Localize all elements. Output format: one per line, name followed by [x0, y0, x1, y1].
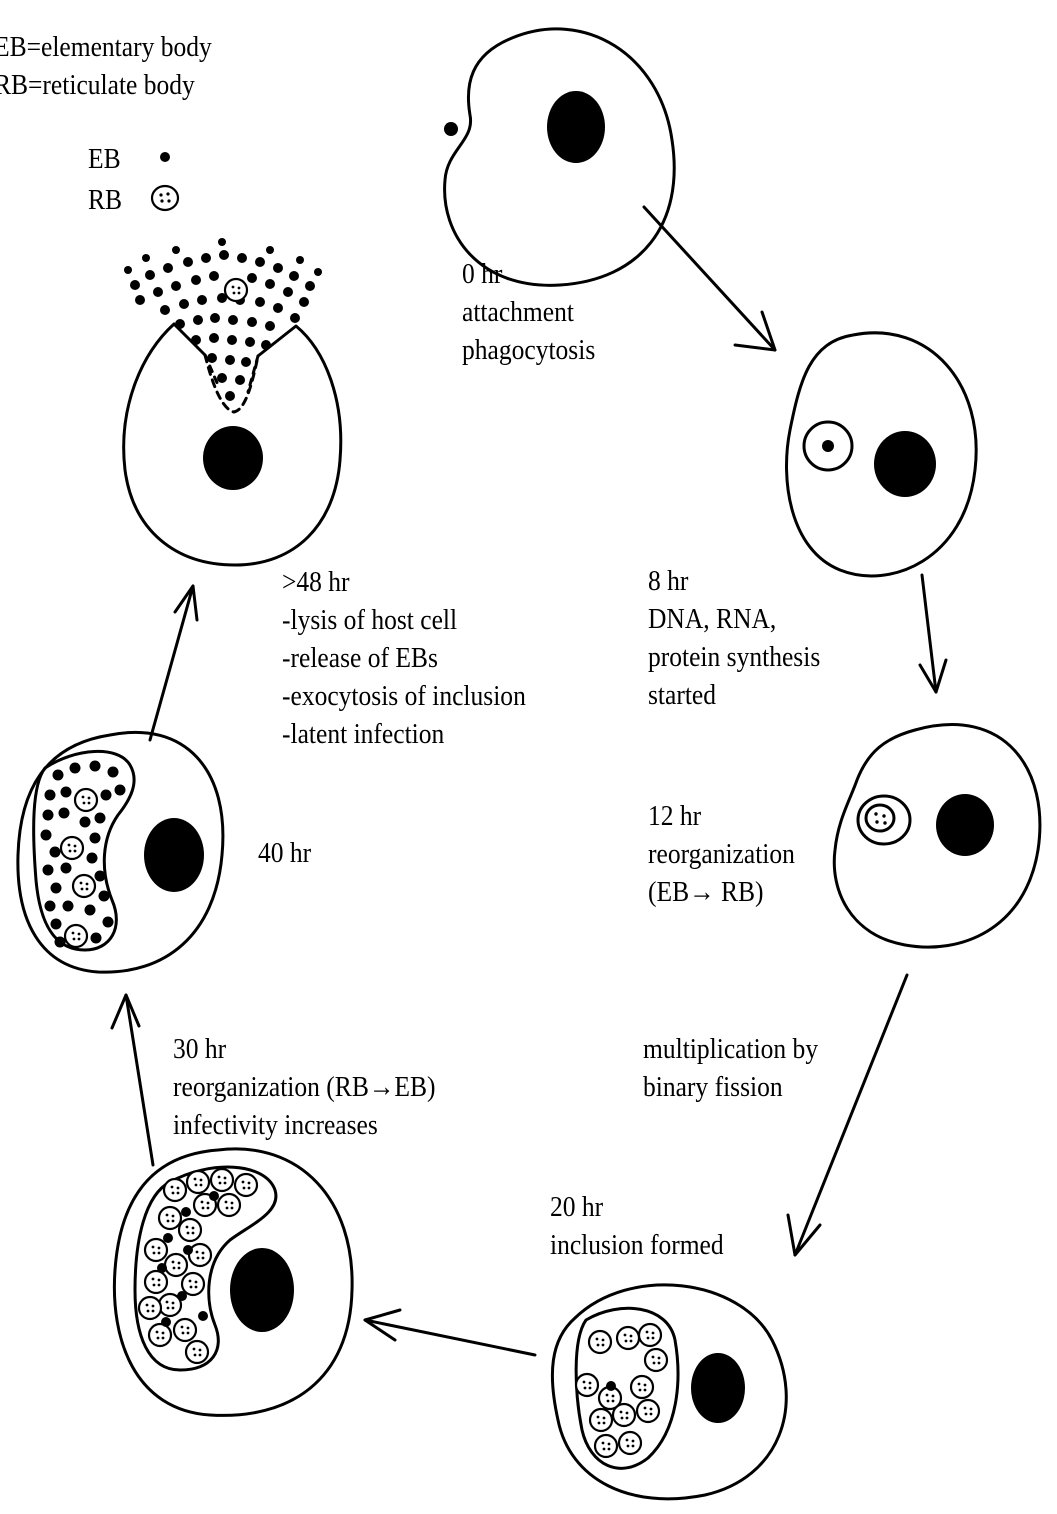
cell-48hr	[124, 238, 341, 565]
elementary-body-icon	[160, 152, 170, 162]
host-nucleus	[230, 1248, 294, 1332]
arrow-8hr-to-12hr	[920, 575, 946, 692]
reticulate-body-icon	[152, 186, 178, 210]
stage-text: attachment	[462, 293, 595, 331]
arrow-30hr-to-40hr	[112, 995, 153, 1165]
stage-time: 8 hr	[648, 562, 820, 600]
arrow-0hr-to-8hr	[644, 207, 775, 350]
arrow-12hr-to-20hr	[788, 975, 907, 1255]
stage-text: -lysis of host cell	[282, 601, 526, 639]
host-nucleus	[936, 794, 994, 856]
host-nucleus	[547, 91, 605, 163]
stage-time: 30 hr	[173, 1030, 435, 1068]
cell-30hr	[114, 1149, 352, 1416]
attached-eb	[444, 122, 458, 136]
stage-text: -release of EBs	[282, 639, 526, 677]
cell-0hr	[444, 29, 674, 285]
stage-text: -latent infection	[282, 715, 526, 753]
stage-text: phagocytosis	[462, 331, 595, 369]
stage-time: >48 hr	[282, 563, 526, 601]
legend-rb-definition: RB=reticulate body	[0, 66, 212, 104]
cell-20hr	[552, 1285, 786, 1499]
released-ebs	[124, 238, 322, 401]
stage-text: (EB→ RB)	[648, 873, 795, 911]
legend-eb-label: EB	[88, 140, 121, 178]
stage-text: DNA, RNA,	[648, 600, 820, 638]
stage-text: multiplication by	[643, 1030, 818, 1068]
stage-text: reorganization (RB→EB)	[173, 1068, 435, 1106]
arrow-20hr-to-30hr	[365, 1310, 535, 1355]
stage-text: inclusion formed	[550, 1226, 724, 1264]
legend-definitions: EB=elementary body RB=reticulate body	[0, 28, 212, 104]
stage-time: 20 hr	[550, 1188, 724, 1226]
stage-12hr-label: 12 hr reorganization (EB→ RB)	[648, 797, 795, 911]
stage-time: 0 hr	[462, 255, 595, 293]
stage-text: reorganization	[648, 835, 795, 873]
cell-40hr	[18, 732, 223, 972]
stage-20hr-label: 20 hr inclusion formed	[550, 1188, 724, 1264]
stage-30hr-label: 30 hr reorganization (RB→EB) infectivity…	[173, 1030, 435, 1144]
stage-8hr-label: 8 hr DNA, RNA, protein synthesis started	[648, 562, 820, 714]
host-nucleus	[144, 818, 204, 892]
stage-text: protein synthesis	[648, 638, 820, 676]
cell-12hr	[834, 725, 1040, 948]
multiplication-label: multiplication by binary fission	[643, 1030, 818, 1106]
host-nucleus	[203, 426, 263, 490]
stage-text: binary fission	[643, 1068, 818, 1106]
inclusion	[34, 751, 134, 950]
host-nucleus	[691, 1353, 745, 1423]
stage-time: 12 hr	[648, 797, 795, 835]
stage-text: infectivity increases	[173, 1106, 435, 1144]
arrow-40hr-to-48hr	[150, 586, 197, 740]
stage-time: 40 hr	[258, 834, 311, 872]
host-nucleus	[874, 431, 936, 497]
stage-40hr-label: 40 hr	[258, 834, 311, 872]
cell-8hr	[787, 333, 977, 576]
stage-48hr-label: >48 hr -lysis of host cell -release of E…	[282, 563, 526, 753]
legend-rb-label: RB	[88, 181, 122, 219]
stage-text: started	[648, 676, 820, 714]
legend-eb-definition: EB=elementary body	[0, 28, 212, 66]
stage-0hr-label: 0 hr attachment phagocytosis	[462, 255, 595, 369]
stage-text: -exocytosis of inclusion	[282, 677, 526, 715]
